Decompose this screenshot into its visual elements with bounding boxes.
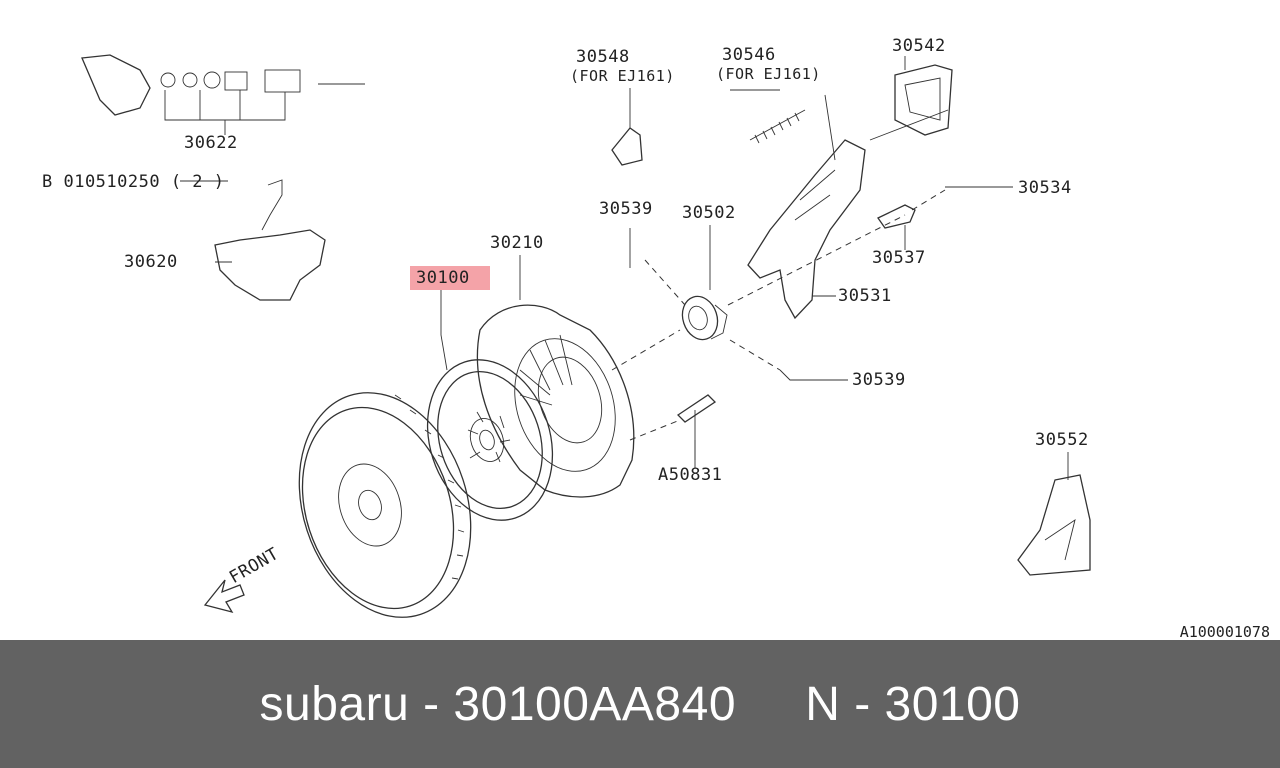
leader-lines: [180, 56, 1069, 480]
label-30548: 30548: [576, 47, 630, 67]
label-a50831: A50831: [658, 465, 723, 485]
label-30548-note: (FOR EJ161): [570, 67, 675, 85]
footer-bar: subaru - 30100AA840 N - 30100: [0, 640, 1280, 768]
front-arrow-icon: [203, 579, 245, 614]
flywheel-drawing: [298, 392, 472, 618]
label-30539-top: 30539: [599, 199, 653, 219]
hose-assembly-drawing: [81, 54, 365, 135]
slave-cylinder-drawing: [214, 179, 326, 301]
label-30502: 30502: [682, 203, 736, 223]
label-30531: 30531: [838, 286, 892, 306]
spring-drawing: [749, 109, 806, 144]
label-30622: 30622: [184, 133, 238, 153]
label-30100-highlighted: 30100: [410, 266, 490, 290]
footer-part-number: subaru - 30100AA840 N - 30100: [259, 677, 1021, 731]
parts-diagram: [81, 54, 1091, 618]
label-30542: 30542: [892, 36, 946, 56]
bolt-drawing: [676, 394, 717, 460]
boot-drawing: [894, 64, 953, 136]
release-bearing-drawing: [681, 295, 728, 341]
centre-lines: [611, 189, 946, 441]
label-30546: 30546: [722, 45, 776, 65]
bracket-drawing: [1017, 474, 1091, 576]
clutch-disc-drawing: [426, 359, 554, 521]
label-30539-bottom: 30539: [852, 370, 906, 390]
label-30537: 30537: [872, 248, 926, 268]
label-010510250: B 010510250 ( 2 ): [42, 172, 225, 192]
clutch-exploded-view: [81, 54, 1091, 618]
label-30620: 30620: [124, 252, 178, 272]
release-fork-drawing: [747, 139, 866, 320]
label-30552: 30552: [1035, 430, 1089, 450]
clip-drawing: [611, 127, 643, 166]
label-30534: 30534: [1018, 178, 1072, 198]
clutch-cover-drawing: [476, 304, 635, 498]
pivot-drawing: [877, 204, 916, 229]
label-30210: 30210: [490, 233, 544, 253]
reference-code: A100001078: [1179, 623, 1270, 641]
label-30546-note: (FOR EJ161): [716, 65, 821, 83]
